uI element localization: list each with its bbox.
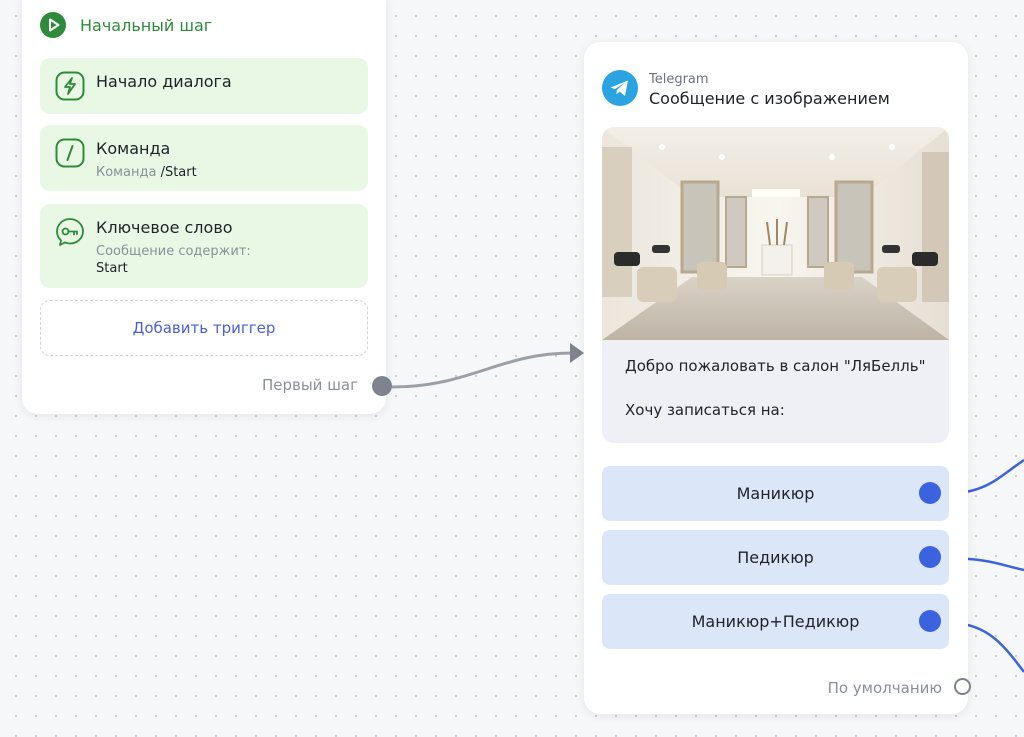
salon-image (602, 127, 949, 340)
message-step-node[interactable]: Telegram Сообщение с изображением (584, 42, 971, 714)
reply-button-label: Маникюр+Педикюр (691, 612, 860, 631)
first-step-label: Первый шаг (261, 376, 358, 394)
start-step-node[interactable]: Начальный шаг Начало диалога Команда Ком… (22, 0, 392, 414)
message-step-title: Сообщение с изображением (649, 89, 890, 108)
button-output-port[interactable] (919, 546, 941, 568)
keyword-value: Start (96, 261, 128, 276)
telegram-icon (602, 70, 638, 106)
trigger-subtitle: Команда /Start (96, 165, 197, 180)
command-value: /Start (160, 165, 197, 180)
reply-button-manicure-pedicure[interactable]: Маникюр+Педикюр (602, 594, 949, 649)
connector-first-step[interactable] (391, 351, 573, 389)
add-trigger-button[interactable]: Добавить триггер (40, 300, 368, 356)
reply-button-label: Педикюр (737, 548, 814, 567)
trigger-keyword[interactable]: Ключевое слово Сообщение содержит: Start (40, 204, 368, 288)
start-step-header: Начальный шаг (40, 12, 212, 38)
channel-label: Telegram (649, 72, 709, 87)
reply-button-pedicure[interactable]: Педикюр (602, 530, 949, 585)
trigger-title: Команда (96, 139, 171, 158)
default-label: По умолчанию (827, 679, 942, 697)
message-preview[interactable]: Добро пожаловать в салон "ЛяБелль" Хочу … (602, 127, 949, 443)
message-text-line2: Хочу записаться на: (625, 401, 785, 419)
trigger-title: Ключевое слово (96, 218, 233, 237)
first-step-output-port[interactable] (372, 376, 392, 396)
key-icon (56, 218, 84, 246)
reply-button-label: Маникюр (736, 484, 815, 503)
button-output-port[interactable] (919, 482, 941, 504)
slash-icon (55, 138, 85, 168)
play-icon (40, 12, 66, 38)
trigger-subtitle: Сообщение содержит: (96, 244, 251, 259)
reply-button-manicure[interactable]: Маникюр (602, 466, 949, 521)
message-text-line1: Добро пожаловать в салон "ЛяБелль" (625, 357, 926, 375)
default-output-port[interactable] (954, 678, 971, 695)
trigger-command[interactable]: Команда Команда /Start (40, 125, 368, 191)
start-step-title: Начальный шаг (80, 15, 213, 35)
trigger-title: Начало диалога (96, 72, 232, 91)
connector-arrowhead (570, 343, 584, 363)
lightning-icon (55, 71, 85, 101)
trigger-dialog-start[interactable]: Начало диалога (40, 58, 368, 114)
button-output-port[interactable] (919, 610, 941, 632)
